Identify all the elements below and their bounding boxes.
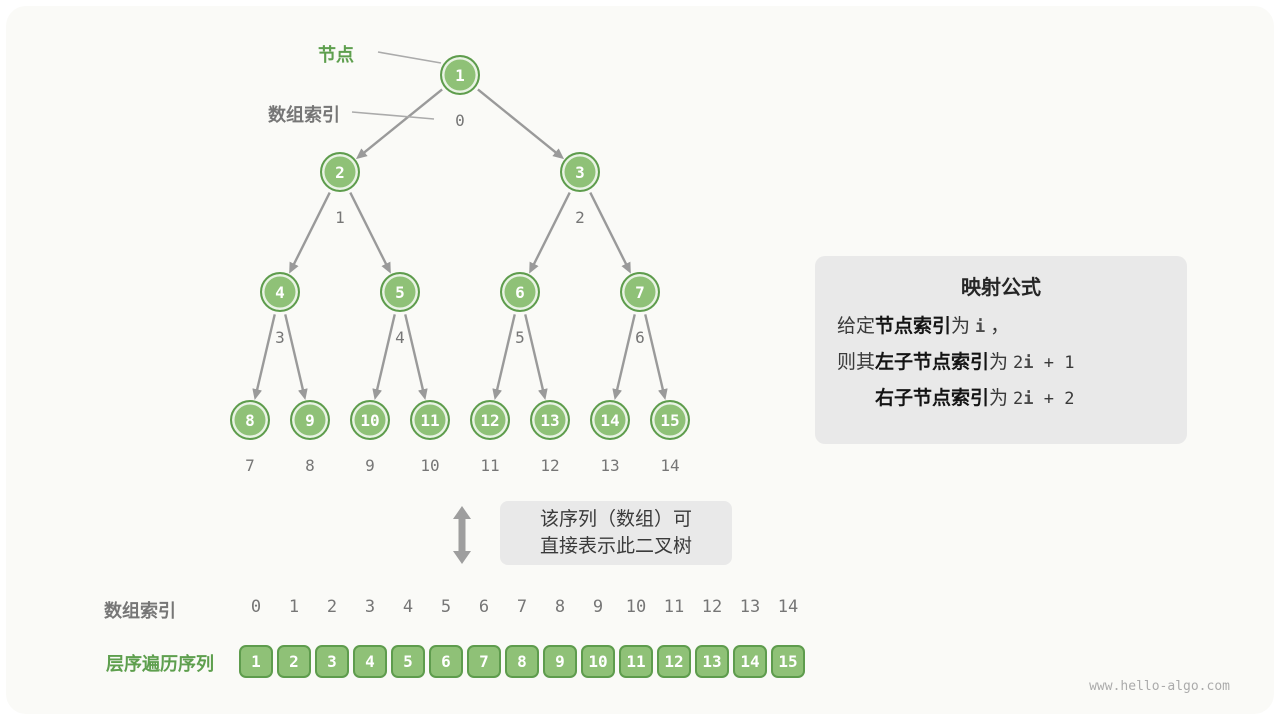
tree-edge xyxy=(644,314,668,401)
tree-node: 2 xyxy=(320,152,360,192)
array-index: 8 xyxy=(554,597,566,617)
tree-node: 4 xyxy=(260,272,300,312)
array-cell: 9 xyxy=(543,645,577,678)
array-index: 3 xyxy=(364,597,376,617)
array-index: 5 xyxy=(440,597,452,617)
index-pointer-line xyxy=(351,111,435,120)
array-index: 11 xyxy=(663,597,685,617)
tree-edge xyxy=(477,88,565,160)
array-cell: 10 xyxy=(581,645,615,678)
tree-edge xyxy=(372,314,396,401)
tree-edge xyxy=(529,192,571,274)
array-index: 14 xyxy=(777,597,799,617)
code-i: i xyxy=(975,317,986,337)
bridge-note-box: 该序列（数组）可 直接表示此二叉树 xyxy=(500,501,732,565)
tree-node: 11 xyxy=(410,400,450,440)
array-cell: 1 xyxy=(239,645,273,678)
tree-node-index: 4 xyxy=(395,328,405,347)
array-index: 10 xyxy=(625,597,647,617)
tree-edge xyxy=(524,314,548,401)
tree-node: 5 xyxy=(380,272,420,312)
tree-node-index: 14 xyxy=(660,456,680,475)
tree-node-index: 11 xyxy=(480,456,500,475)
formula-title: 映射公式 xyxy=(961,275,1041,299)
array-cell: 4 xyxy=(353,645,387,678)
tree-node-index: 13 xyxy=(600,456,620,475)
bridge-note-line1: 该序列（数组）可 xyxy=(539,508,692,530)
array-index: 0 xyxy=(250,597,262,617)
tree-node: 7 xyxy=(620,272,660,312)
node-pointer-label: 节点 xyxy=(318,45,354,66)
tree-node: 9 xyxy=(290,400,330,440)
tree-edge xyxy=(289,192,331,274)
array-cell: 7 xyxy=(467,645,501,678)
array-index-row-label: 数组索引 xyxy=(104,601,176,622)
tree-node-index: 0 xyxy=(455,111,465,130)
array-cell: 5 xyxy=(391,645,425,678)
array-index: 7 xyxy=(516,597,528,617)
tree-node-index: 5 xyxy=(515,328,525,347)
tree-edge xyxy=(589,192,631,274)
array-cell: 14 xyxy=(733,645,767,678)
array-index: 6 xyxy=(478,597,490,617)
code-left-child: 2i + 1 xyxy=(1013,353,1075,373)
array-cell: 2 xyxy=(277,645,311,678)
tree-edge xyxy=(349,192,391,274)
tree-node: 6 xyxy=(500,272,540,312)
array-index-pointer-label: 数组索引 xyxy=(268,105,340,126)
tree-node-index: 3 xyxy=(275,328,285,347)
tree-node-index: 12 xyxy=(540,456,560,475)
tree-edge xyxy=(284,314,308,401)
array-index: 2 xyxy=(326,597,338,617)
tree-node: 14 xyxy=(590,400,630,440)
array-cell: 12 xyxy=(657,645,691,678)
tree-node-index: 1 xyxy=(335,208,345,227)
updown-arrow-icon xyxy=(453,506,471,564)
tree-node: 3 xyxy=(560,152,600,192)
array-index: 9 xyxy=(592,597,604,617)
array-cell: 15 xyxy=(771,645,805,678)
array-index: 12 xyxy=(701,597,723,617)
tree-node: 13 xyxy=(530,400,570,440)
sequence-row-label: 层序遍历序列 xyxy=(106,654,214,675)
tree-node-index: 8 xyxy=(305,456,315,475)
array-cell: 13 xyxy=(695,645,729,678)
tree-node-index: 7 xyxy=(245,456,255,475)
tree-node: 1 xyxy=(440,55,480,95)
tree-node-index: 2 xyxy=(575,208,585,227)
array-cell: 8 xyxy=(505,645,539,678)
tree-node: 10 xyxy=(350,400,390,440)
bridge-note-line2: 直接表示此二叉树 xyxy=(539,535,692,557)
array-cell: 11 xyxy=(619,645,653,678)
tree-node: 12 xyxy=(470,400,510,440)
array-index: 4 xyxy=(402,597,414,617)
tree-edge xyxy=(355,88,443,160)
tree-edge xyxy=(404,314,428,401)
tree-edge xyxy=(612,314,636,401)
array-cell: 3 xyxy=(315,645,349,678)
tree-node: 8 xyxy=(230,400,270,440)
tree-edge xyxy=(252,314,276,401)
node-pointer-line xyxy=(377,51,442,64)
array-cell: 6 xyxy=(429,645,463,678)
tree-node: 15 xyxy=(650,400,690,440)
array-index: 13 xyxy=(739,597,761,617)
tree-node-index: 6 xyxy=(635,328,645,347)
tree-node-index: 9 xyxy=(365,456,375,475)
array-index: 1 xyxy=(288,597,300,617)
code-right-child: 2i + 2 xyxy=(1013,389,1075,409)
tree-edge xyxy=(492,314,516,401)
tree-node-index: 10 xyxy=(420,456,440,475)
watermark: www.hello-algo.com xyxy=(1089,679,1230,694)
